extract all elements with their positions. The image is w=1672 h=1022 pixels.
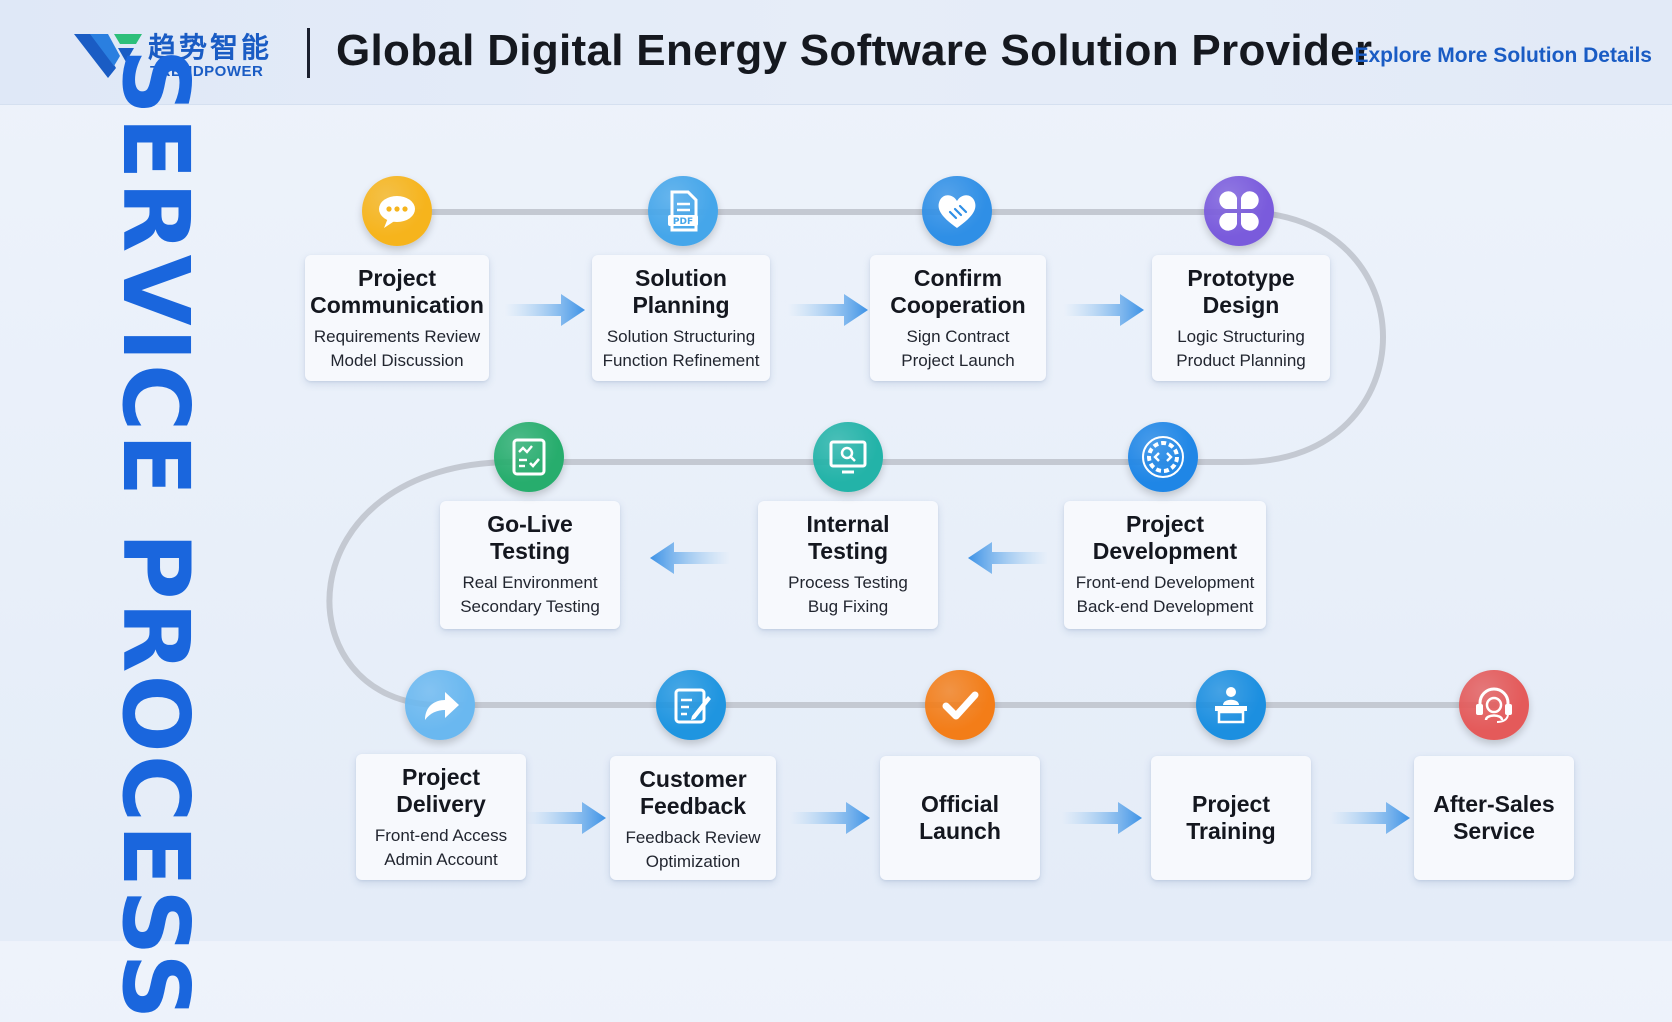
arrow-right-icon [526, 800, 606, 836]
step-card-go-live-testing: Go-Live Testing Real Environment Seconda… [440, 501, 620, 629]
step-detail: Front-end Access [374, 826, 508, 845]
step-title: Project [1192, 791, 1270, 817]
step-title: Training [1186, 818, 1276, 844]
arrow-right-icon [1330, 800, 1410, 836]
arrow-right-icon [790, 800, 870, 836]
step-title: Go-Live [487, 511, 573, 537]
edit-note-icon [656, 670, 726, 740]
step-detail: Sign Contract [906, 327, 1010, 346]
pdf-document-icon: PDF [648, 176, 718, 246]
step-title: Project [1126, 511, 1204, 537]
step-title: Cooperation [890, 292, 1026, 318]
step-title: Official [921, 791, 999, 817]
page-title: Global Digital Energy Software Solution … [336, 26, 1373, 75]
checkmark-icon [925, 670, 995, 740]
step-title: Design [1202, 292, 1280, 318]
step-detail: Function Refinement [602, 351, 760, 370]
step-detail: Process Testing [788, 573, 908, 592]
step-detail: Requirements Review [313, 327, 481, 346]
step-title: Internal [806, 511, 890, 537]
step-title: After-Sales [1433, 791, 1555, 817]
step-card-project-development: Project Development Front-end Developmen… [1064, 501, 1266, 629]
explore-more-link[interactable]: Explore More Solution Details [1354, 44, 1652, 67]
trendpower-logo-icon [74, 34, 142, 78]
side-title-text: SERVICE PROCESS [102, 48, 209, 1022]
svg-text:PDF: PDF [673, 217, 693, 227]
checklist-chart-icon [494, 422, 564, 492]
step-card-solution-planning: Solution Planning Solution Structuring F… [592, 255, 770, 381]
heart-handshake-icon [922, 176, 992, 246]
share-arrow-icon [405, 670, 475, 740]
headset-support-icon [1459, 670, 1529, 740]
presenter-icon [1196, 670, 1266, 740]
step-detail: Front-end Development [1075, 573, 1255, 592]
side-title: SERVICE PROCESS [102, 49, 209, 1022]
step-detail: Project Launch [901, 351, 1015, 370]
step-card-project-delivery: Project Delivery Front-end Access Admin … [356, 754, 526, 880]
logo-chinese-text: 趋势智能 [148, 31, 273, 64]
step-title: Testing [489, 538, 571, 564]
step-detail: Real Environment [462, 573, 598, 592]
step-title: Launch [919, 818, 1001, 844]
step-detail: Logic Structuring [1177, 327, 1305, 346]
arrow-right-icon [1062, 800, 1142, 836]
step-title: Prototype [1187, 265, 1295, 291]
header-divider [307, 28, 310, 78]
step-title: Project [358, 265, 436, 291]
arrow-right-icon [1064, 292, 1144, 328]
step-title: Customer [639, 766, 747, 792]
step-title: Delivery [396, 791, 486, 817]
clover-grid-icon [1204, 176, 1274, 246]
arrow-right-icon [505, 292, 585, 328]
step-card-official-launch: Official Launch [880, 756, 1040, 880]
step-detail: Product Planning [1176, 351, 1306, 370]
logo-english-text: TRENDPOWER [150, 63, 264, 80]
step-detail: Secondary Testing [460, 597, 600, 616]
step-title: Development [1092, 538, 1238, 564]
step-card-project-training: Project Training [1151, 756, 1311, 880]
arrow-left-icon [968, 540, 1048, 576]
step-card-after-sales-service: After-Sales Service [1414, 756, 1574, 880]
step-title: Confirm [913, 265, 1003, 291]
step-detail: Back-end Development [1076, 597, 1254, 616]
step-detail: Bug Fixing [807, 597, 889, 616]
chat-bubble-icon [362, 176, 432, 246]
step-detail: Solution Structuring [606, 327, 756, 346]
step-card-project-communication: Project Communication Requirements Revie… [305, 255, 489, 381]
step-title: Planning [632, 292, 730, 318]
step-card-internal-testing: Internal Testing Process Testing Bug Fix… [758, 501, 938, 629]
step-card-customer-feedback: Customer Feedback Feedback Review Optimi… [610, 756, 776, 880]
step-title: Solution [635, 265, 727, 291]
step-title: Communication [310, 292, 484, 318]
gear-code-icon [1128, 422, 1198, 492]
arrow-right-icon [788, 292, 868, 328]
step-detail: Feedback Review [625, 828, 761, 847]
step-title: Service [1453, 818, 1535, 844]
arrow-left-icon [650, 540, 730, 576]
step-title: Testing [807, 538, 889, 564]
step-detail: Optimization [645, 852, 741, 871]
step-title: Feedback [639, 793, 747, 819]
monitor-search-icon [813, 422, 883, 492]
step-card-confirm-cooperation: Confirm Cooperation Sign Contract Projec… [870, 255, 1046, 381]
header-bar: 趋势智能 TRENDPOWER Global Digital Energy So… [0, 0, 1672, 105]
step-detail: Admin Account [384, 850, 498, 869]
step-card-prototype-design: Prototype Design Logic Structuring Produ… [1152, 255, 1330, 381]
step-detail: Model Discussion [330, 351, 464, 370]
step-title: Project [402, 764, 480, 790]
